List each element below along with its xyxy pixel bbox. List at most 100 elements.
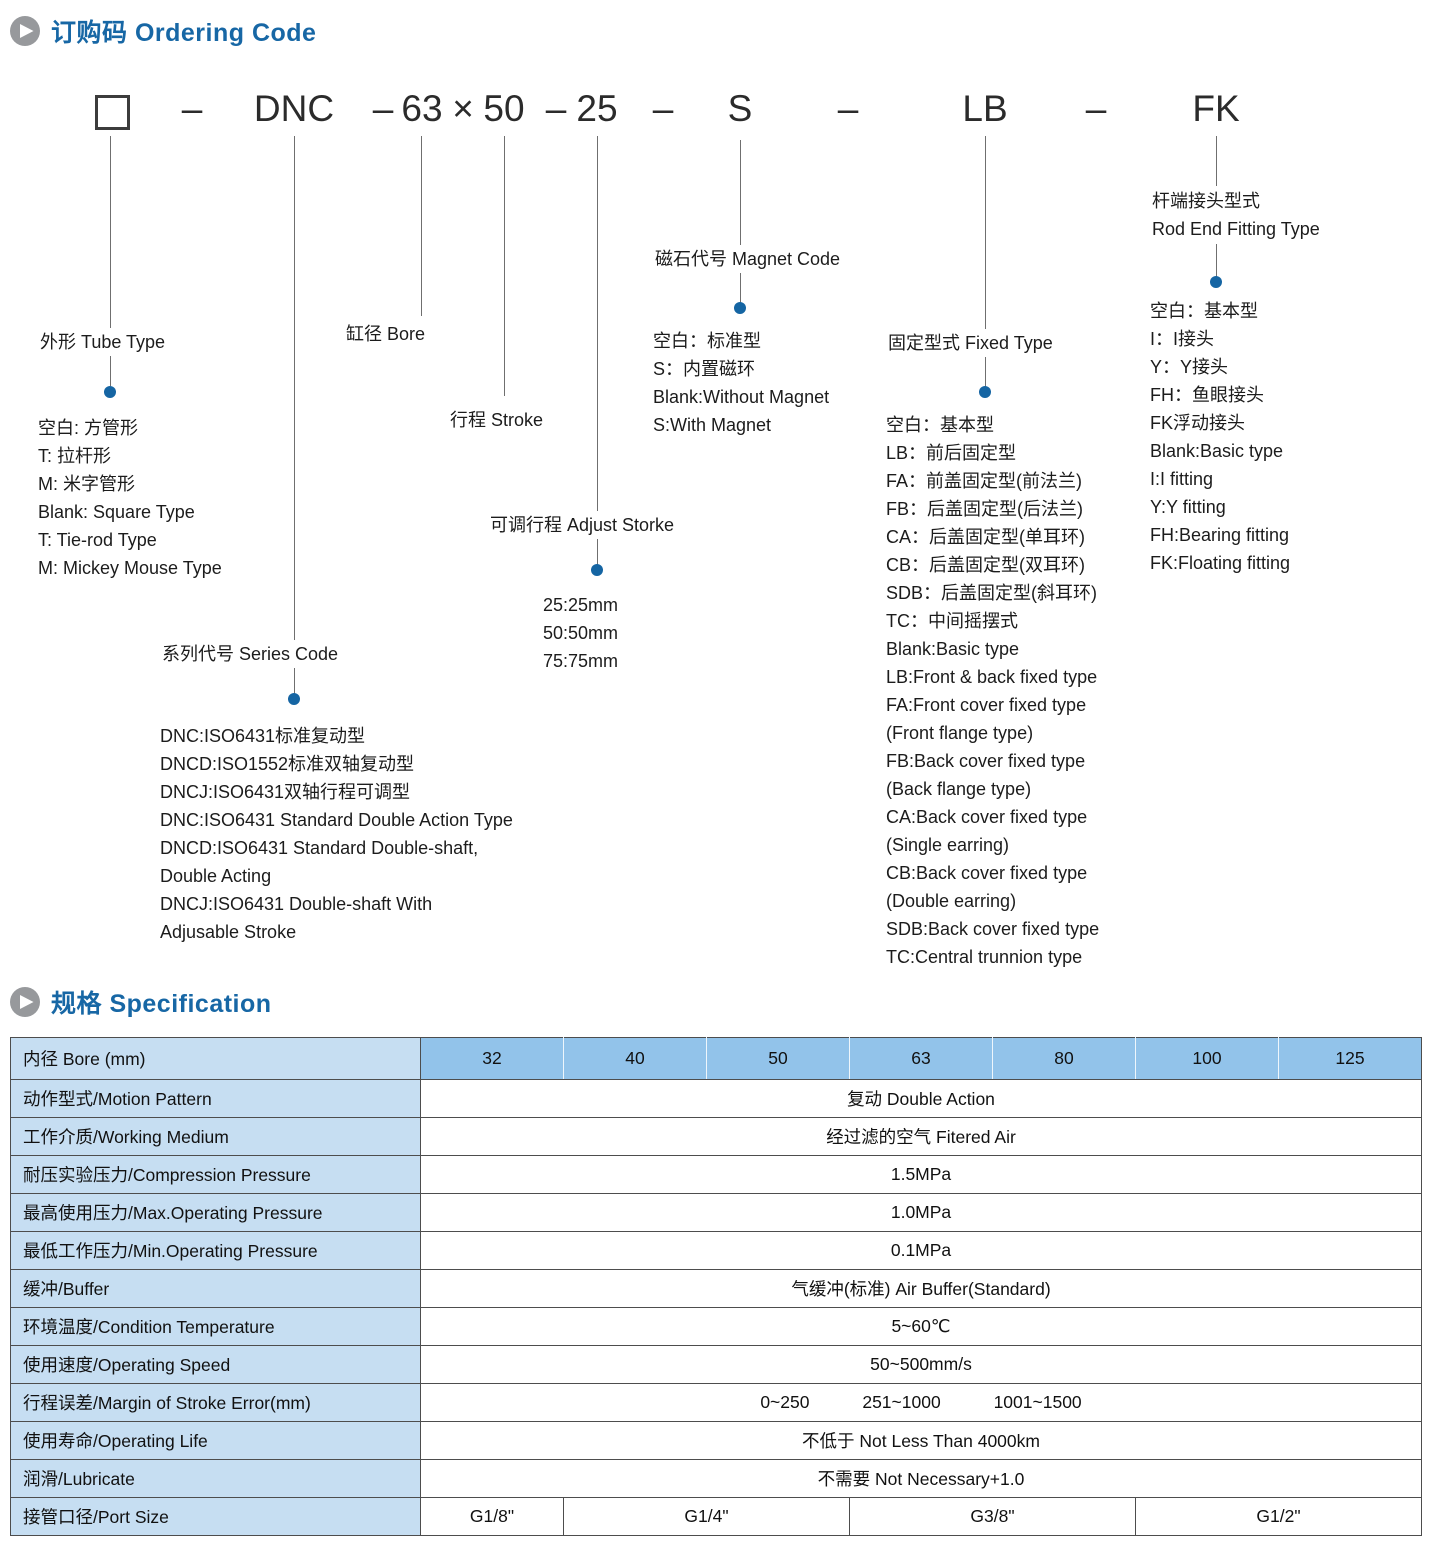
- stroke-connector-line: [504, 136, 505, 396]
- spec-row-value: 1.5MPa: [420, 1155, 1422, 1194]
- text-line: FA:Front cover fixed type: [886, 695, 1087, 715]
- spec-row-label: 工作介质/Working Medium: [10, 1117, 421, 1156]
- text-line: FK:Floating fitting: [1150, 553, 1291, 573]
- text-line: DNCD:ISO1552标准双轴复动型: [160, 754, 415, 774]
- bore-header-cell: 125: [1278, 1037, 1422, 1080]
- series-code-label: 系列代号 Series Code: [160, 640, 341, 668]
- code-series: DNC: [253, 88, 335, 129]
- series-connector-line: [294, 136, 295, 696]
- text-line: M: 米字管形: [38, 474, 135, 494]
- bore-header-label: 内径 Bore (mm): [10, 1037, 421, 1080]
- spec-row-value: 不低于 Not Less Than 4000km: [420, 1421, 1422, 1460]
- text-line: T: 拉杆形: [38, 446, 112, 466]
- code-dash: –: [372, 88, 394, 129]
- play-icon: [10, 16, 40, 46]
- bore-header-cell: 50: [706, 1037, 850, 1080]
- stroke-error-values: 0~250 251~1000 1001~1500: [420, 1383, 1422, 1422]
- adjust-dot: [591, 564, 603, 576]
- text-line: DNCD:ISO6431 Standard Double-shaft,: [160, 838, 479, 858]
- spec-row-label: 动作型式/Motion Pattern: [10, 1079, 421, 1118]
- code-magnet: S: [727, 88, 753, 129]
- text-line: FH：鱼眼接头: [1150, 385, 1264, 405]
- specification-table: 内径 Bore (mm) 32 40 50 63 80 100 125 动作型式…: [10, 1037, 1422, 1536]
- text-line: 空白：基本型: [886, 415, 994, 435]
- text-line: I：I接头: [1150, 329, 1215, 349]
- table-row: 耐压实验压力/Compression Pressure 1.5MPa: [10, 1155, 1422, 1194]
- code-adjust-stroke: 25: [576, 88, 618, 129]
- port-size-cell: G3/8": [849, 1497, 1136, 1536]
- table-row: 使用寿命/Operating Life 不低于 Not Less Than 40…: [10, 1421, 1422, 1460]
- stroke-error-range: 251~1000: [862, 1392, 941, 1412]
- table-row: 润滑/Lubricate 不需要 Not Necessary+1.0: [10, 1459, 1422, 1498]
- text-line: Blank:Basic type: [1150, 441, 1284, 461]
- spec-row-label: 缓冲/Buffer: [10, 1269, 421, 1308]
- text-line: Y:Y fitting: [1150, 497, 1226, 517]
- code-rod-end: FK: [1192, 88, 1240, 129]
- text-line: LB:Front & back fixed type: [886, 667, 1098, 687]
- spec-row-value: 1.0MPa: [420, 1193, 1422, 1232]
- text-line: I:I fitting: [1150, 469, 1214, 489]
- bore-header-cell: 32: [420, 1037, 564, 1080]
- text-line: FA：前盖固定型(前法兰): [886, 471, 1082, 491]
- stroke-error-range: 0~250: [760, 1392, 810, 1412]
- spec-row-label: 润滑/Lubricate: [10, 1459, 421, 1498]
- text-line: FH:Bearing fitting: [1150, 525, 1290, 545]
- ordering-section-header: 订购码 Ordering Code: [10, 13, 316, 49]
- rod-end-dot: [1210, 276, 1222, 288]
- spec-section-header: 规格 Specification: [10, 984, 272, 1020]
- text-line: Double Acting: [160, 866, 272, 886]
- text-line: M: Mickey Mouse Type: [38, 558, 222, 578]
- text-line: CA：后盖固定型(单耳环): [886, 527, 1085, 547]
- text-line: T: Tie-rod Type: [38, 530, 157, 550]
- bore-header-cell: 100: [1135, 1037, 1279, 1080]
- ordering-section-title: 订购码 Ordering Code: [51, 19, 317, 47]
- spec-section-title: 规格 Specification: [51, 990, 272, 1018]
- stroke-error-range: 1001~1500: [993, 1392, 1082, 1412]
- spec-row-label: 耐压实验压力/Compression Pressure: [10, 1155, 421, 1194]
- adjust-stroke-label: 可调行程 Adjust Storke: [488, 511, 677, 539]
- fixed-dot: [979, 386, 991, 398]
- code-dash: –: [1085, 88, 1107, 129]
- magnet-connector-line: [740, 140, 741, 304]
- code-dash: –: [545, 88, 567, 129]
- adjust-connector-line: [597, 136, 598, 566]
- spec-row-label: 最低工作压力/Min.Operating Pressure: [10, 1231, 421, 1270]
- spec-row-label: 行程误差/Margin of Stroke Error(mm): [10, 1383, 421, 1422]
- rod-end-label-cn: 杆端接头型式: [1152, 191, 1260, 211]
- text-line: (Front flange type): [886, 723, 1034, 743]
- bore-header-cell: 63: [849, 1037, 993, 1080]
- text-line: 25:25mm: [543, 595, 619, 615]
- text-line: CB:Back cover fixed type: [886, 863, 1088, 883]
- table-row: 动作型式/Motion Pattern 复动 Double Action: [10, 1079, 1422, 1118]
- text-line: CA:Back cover fixed type: [886, 807, 1088, 827]
- table-row: 接管口径/Port Size G1/8" G1/4" G3/8" G1/2": [10, 1497, 1422, 1536]
- tube-dot: [104, 386, 116, 398]
- code-blank-box: [95, 95, 130, 130]
- text-line: SDB:Back cover fixed type: [886, 919, 1100, 939]
- tube-type-label: 外形 Tube Type: [38, 328, 168, 356]
- spec-row-value: 0.1MPa: [420, 1231, 1422, 1270]
- text-line: S：内置磁环: [653, 359, 756, 379]
- text-line: CB：后盖固定型(双耳环): [886, 555, 1085, 575]
- text-line: Blank:Without Magnet: [653, 387, 830, 407]
- rod-end-label-en: Rod End Fitting Type: [1152, 219, 1320, 239]
- text-line: SDB：后盖固定型(斜耳环): [886, 583, 1097, 603]
- text-line: TC:Central trunnion type: [886, 947, 1083, 967]
- text-line: DNCJ:ISO6431双轴行程可调型: [160, 782, 411, 802]
- code-dash: –: [652, 88, 674, 129]
- fixed-connector-line: [985, 136, 986, 388]
- bore-header-cell: 80: [992, 1037, 1136, 1080]
- bore-header-cell: 40: [563, 1037, 707, 1080]
- table-row: 工作介质/Working Medium 经过滤的空气 Fitered Air: [10, 1117, 1422, 1156]
- fixed-type-label: 固定型式 Fixed Type: [886, 329, 1055, 357]
- code-dash: –: [181, 88, 203, 129]
- code-stroke: 50: [483, 88, 525, 129]
- text-line: 75:75mm: [543, 651, 619, 671]
- magnet-dot: [734, 302, 746, 314]
- spec-row-value: 复动 Double Action: [420, 1079, 1422, 1118]
- text-line: TC：中间摇摆式: [886, 611, 1018, 631]
- code-times-icon: ×: [452, 88, 474, 129]
- spec-row-label: 使用速度/Operating Speed: [10, 1345, 421, 1384]
- code-fixed-type: LB: [962, 88, 1008, 129]
